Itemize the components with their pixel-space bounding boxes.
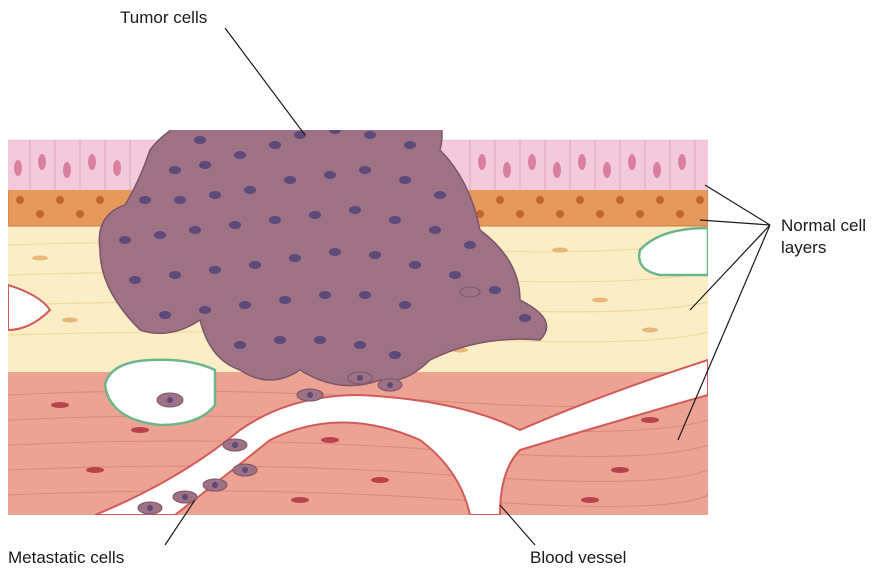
leader-normal-1 [705,185,770,225]
blood-vessel-label: Blood vessel [530,548,626,568]
metastatic-cells-label: Metastatic cells [8,548,124,568]
normal-cell-layers-line2: layers [781,237,866,259]
tumor-cells-label: Tumor cells [120,8,207,28]
leader-tumor [225,28,305,135]
normal-cell-layers-label: Normal cell layers [781,215,866,259]
normal-cell-layers-line1: Normal cell [781,215,866,237]
leader-normal-2 [700,220,770,225]
